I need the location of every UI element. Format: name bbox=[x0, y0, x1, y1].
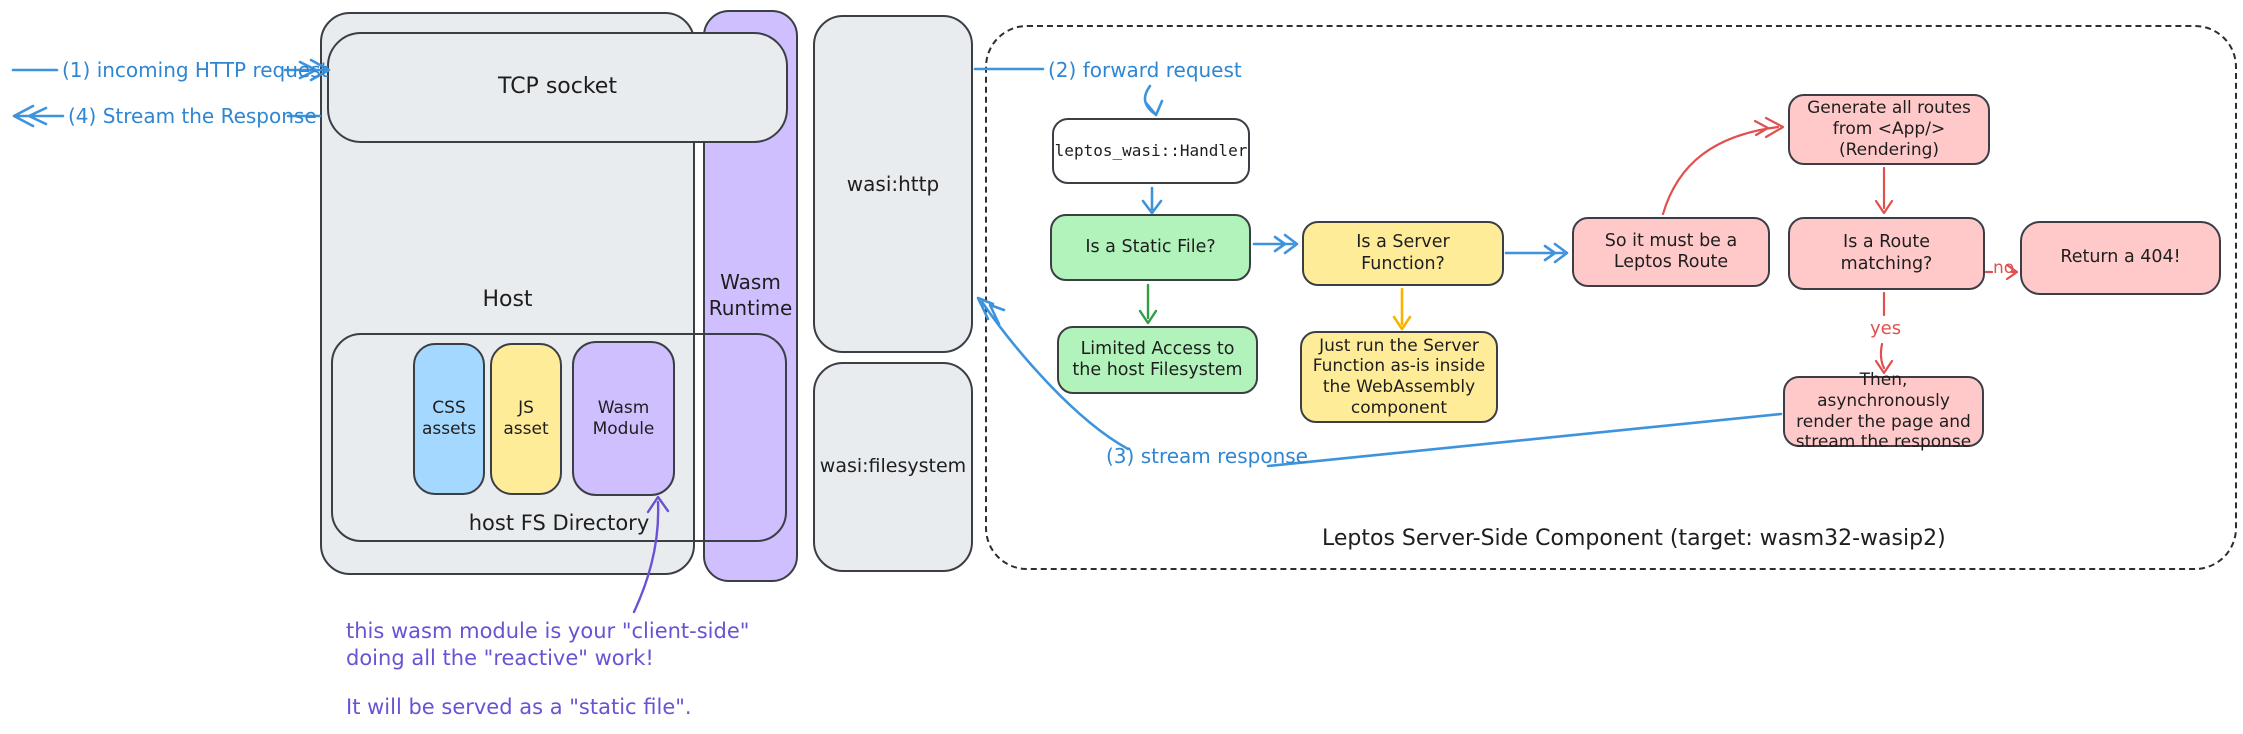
just-run-box: Just run the Server Function as-is insid… bbox=[1300, 331, 1498, 423]
css-assets-box: CSS assets bbox=[413, 343, 485, 495]
host-label: Host bbox=[482, 287, 533, 312]
wasi-http-label: wasi:http bbox=[846, 171, 940, 196]
server-function-question-box: Is a Server Function? bbox=[1302, 221, 1504, 286]
js-asset-box: JS asset bbox=[490, 343, 562, 495]
return-404-label: Return a 404! bbox=[2060, 247, 2181, 268]
generate-routes-label: Generate all routes from <App/> (Renderi… bbox=[1807, 98, 1971, 160]
wasi-http-box: wasi:http bbox=[813, 15, 973, 353]
leptos-component-caption: Leptos Server-Side Component (target: wa… bbox=[1322, 526, 1946, 551]
wasm-module-annotation: this wasm module is your "client-side" d… bbox=[346, 619, 750, 670]
host-fs-directory-label: host FS Directory bbox=[468, 511, 650, 535]
host-fs-directory-box bbox=[331, 333, 787, 542]
just-run-label: Just run the Server Function as-is insid… bbox=[1312, 335, 1486, 418]
wasm-runtime-label: Wasm Runtime bbox=[708, 270, 793, 320]
css-assets-label: CSS assets bbox=[421, 398, 477, 439]
limited-access-box: Limited Access to the host Filesystem bbox=[1057, 326, 1258, 394]
wasm-module-label: Wasm Module bbox=[592, 397, 655, 439]
yes-edge-label: yes bbox=[1870, 318, 1902, 339]
wasm-module-box: Wasm Module bbox=[572, 341, 675, 496]
tcp-socket-label: TCP socket bbox=[498, 74, 617, 100]
return-404-box: Return a 404! bbox=[2020, 221, 2221, 295]
js-asset-label: JS asset bbox=[503, 398, 549, 439]
leptos-component-box bbox=[985, 25, 2237, 570]
wasi-filesystem-box: wasi:filesystem bbox=[813, 362, 973, 572]
limited-access-label: Limited Access to the host Filesystem bbox=[1072, 338, 1243, 380]
server-function-question-label: Is a Server Function? bbox=[1356, 232, 1450, 274]
handler-label: leptos_wasi::Handler bbox=[1054, 141, 1248, 161]
leptos-route-label: So it must be a Leptos Route bbox=[1604, 230, 1738, 272]
route-matching-label: Is a Route matching? bbox=[1840, 232, 1933, 274]
render-stream-box: Then, asynchronously render the page and… bbox=[1783, 370, 1984, 452]
render-stream-label: Then, asynchronously render the page and… bbox=[1795, 370, 1972, 453]
forward-request-label: (2) forward request bbox=[1048, 58, 1242, 82]
route-matching-box: Is a Route matching? bbox=[1788, 217, 1985, 290]
static-file-question-box: Is a Static File? bbox=[1050, 214, 1251, 281]
no-edge-label: no bbox=[1993, 258, 2015, 278]
generate-routes-box: Generate all routes from <App/> (Renderi… bbox=[1788, 94, 1990, 165]
wasi-filesystem-label: wasi:filesystem bbox=[819, 455, 967, 478]
handler-box: leptos_wasi::Handler bbox=[1052, 118, 1250, 184]
stream-response-in-label: (3) stream response bbox=[1106, 444, 1308, 468]
stream-response-out-label: (4) Stream the Response bbox=[68, 104, 317, 128]
static-file-question-label: Is a Static File? bbox=[1085, 236, 1216, 257]
static-file-annotation: It will be served as a "static file". bbox=[346, 695, 692, 719]
tcp-socket-box: TCP socket bbox=[327, 32, 788, 143]
leptos-route-box: So it must be a Leptos Route bbox=[1572, 217, 1770, 287]
incoming-request-label: (1) incoming HTTP request bbox=[62, 58, 329, 82]
